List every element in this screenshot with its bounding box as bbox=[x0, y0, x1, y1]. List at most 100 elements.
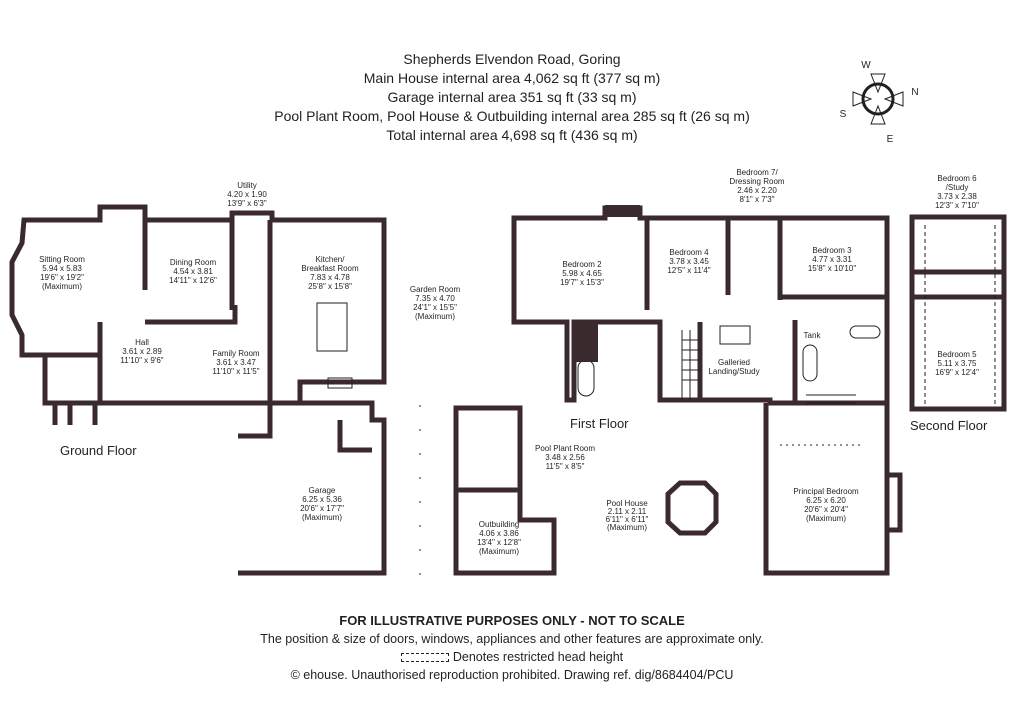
room-label-line: Principal Bedroom bbox=[793, 487, 859, 496]
room-label-line: 3.61 x 3.47 bbox=[216, 358, 256, 367]
room-label-line: 19'6" x 19'2" bbox=[40, 273, 84, 282]
room-label-line: 12'5" x 11'4" bbox=[667, 266, 710, 275]
room-label-line: 13'9" x 6'3" bbox=[227, 199, 267, 208]
room-label-line: 7.83 x 4.78 bbox=[310, 273, 350, 282]
room-label-line: 6.25 x 5.36 bbox=[302, 495, 342, 504]
compass-e: E bbox=[887, 134, 894, 145]
main-house-area: Main House internal area 4,062 sq ft (37… bbox=[363, 70, 661, 86]
room-label-line: Bedroom 7/ bbox=[736, 168, 778, 177]
compass-n: N bbox=[911, 87, 918, 98]
room-label-line: 5.94 x 5.83 bbox=[42, 264, 82, 273]
room-label-line: 11'10" x 9'6" bbox=[120, 356, 163, 365]
room-label-line: 8'1" x 7'3" bbox=[740, 195, 775, 204]
room-label-line: Utility bbox=[237, 181, 257, 190]
room-label-line: 11'5" x 8'5" bbox=[546, 462, 585, 471]
room-label-line: 11'10" x 11'5" bbox=[212, 367, 259, 376]
room-label-line: Bedroom 6 bbox=[937, 174, 977, 183]
room-label-line: 15'8" x 10'10" bbox=[808, 264, 856, 273]
room-label-line: 3.48 x 2.56 bbox=[545, 453, 585, 462]
room-label-line: Pool House bbox=[606, 499, 648, 508]
room-label-line: 2.46 x 2.20 bbox=[737, 186, 777, 195]
room-label-line: (Maximum) bbox=[607, 523, 647, 532]
room-label-line: 4.54 x 3.81 bbox=[173, 267, 213, 276]
room-label-line: Dressing Room bbox=[729, 177, 784, 186]
room-label-line: 24'1" x 15'5" bbox=[413, 303, 457, 312]
legend-text: Denotes restricted head height bbox=[452, 650, 624, 664]
approximation-note: The position & size of doors, windows, a… bbox=[260, 632, 764, 646]
room-label-line: 4.20 x 1.90 bbox=[227, 190, 267, 199]
compass-w: W bbox=[861, 60, 871, 71]
room-label-line: Sitting Room bbox=[39, 255, 85, 264]
room-label-line: 4.77 x 3.31 bbox=[812, 255, 852, 264]
property-address: Shepherds Elvendon Road, Goring bbox=[403, 51, 621, 67]
room-label-line: 19'7" x 15'3" bbox=[560, 278, 604, 287]
room-label-line: 2.11 x 2.11 bbox=[608, 507, 647, 516]
room-label-line: 16'9" x 12'4" bbox=[935, 368, 979, 377]
compass-s: S bbox=[840, 109, 847, 120]
room-label-line: Bedroom 3 bbox=[812, 246, 852, 255]
room-label-line: Bedroom 4 bbox=[669, 248, 709, 257]
room-label-line: (Maximum) bbox=[302, 513, 342, 522]
pool-buildings-plan bbox=[453, 405, 557, 576]
restricted-height-icon bbox=[400, 653, 449, 663]
room-label-line: (Maximum) bbox=[479, 547, 519, 556]
first-floor-label: First Floor bbox=[570, 416, 629, 431]
ground-floor-label: Ground Floor bbox=[60, 443, 137, 458]
room-label-line: Dining Room bbox=[170, 258, 217, 267]
room-label-line: Tank bbox=[804, 331, 822, 340]
legend: Denotes restricted head height bbox=[0, 648, 1024, 666]
room-label-line: Family Room bbox=[212, 349, 259, 358]
compass-icon: W N S E bbox=[840, 60, 919, 145]
room-tank: Tank bbox=[804, 331, 822, 340]
garage-area: Garage internal area 351 sq ft (33 sq m) bbox=[387, 89, 637, 105]
second-floor-plan bbox=[909, 214, 1007, 412]
room-label-line: 3.78 x 3.45 bbox=[669, 257, 709, 266]
room-label-line: 20'6" x 20'4" bbox=[804, 505, 848, 514]
pool-area: Pool Plant Room, Pool House & Outbuildin… bbox=[274, 108, 750, 124]
room-label-line: 3.61 x 2.89 bbox=[122, 347, 162, 356]
garage-plan bbox=[238, 400, 387, 576]
ground-floor-plan bbox=[9, 204, 387, 425]
room-label-line: /Study bbox=[946, 183, 969, 192]
room-label-line: Pool Plant Room bbox=[535, 444, 595, 453]
room-label-line: Outbuilding bbox=[479, 520, 519, 529]
room-label-line: (Maximum) bbox=[806, 514, 846, 523]
room-label-line: 5.11 x 3.75 bbox=[938, 359, 978, 368]
total-area: Total internal area 4,698 sq ft (436 sq … bbox=[386, 127, 638, 143]
room-label-line: Hall bbox=[135, 338, 149, 347]
room-label-line: 12'3" x 7'10" bbox=[935, 201, 979, 210]
disclaimer: FOR ILLUSTRATIVE PURPOSES ONLY - NOT TO … bbox=[339, 613, 685, 628]
pool-house-plan bbox=[665, 480, 719, 536]
room-label-line: 5.98 x 4.65 bbox=[562, 269, 602, 278]
second-floor-label: Second Floor bbox=[910, 418, 988, 433]
room-label-line: (Maximum) bbox=[42, 282, 82, 291]
room-label-line: Landing/Study bbox=[708, 367, 759, 376]
room-label-line: 7.35 x 4.70 bbox=[415, 294, 455, 303]
room-label-line: 13'4" x 12'8" bbox=[477, 538, 521, 547]
room-label-line: Breakfast Room bbox=[301, 264, 359, 273]
plan-footer: FOR ILLUSTRATIVE PURPOSES ONLY - NOT TO … bbox=[0, 612, 1024, 684]
room-label-line: Galleried bbox=[718, 358, 750, 367]
room-label-line: Bedroom 5 bbox=[937, 350, 977, 359]
room-label-line: 6'11" x 6'11" bbox=[606, 515, 649, 524]
